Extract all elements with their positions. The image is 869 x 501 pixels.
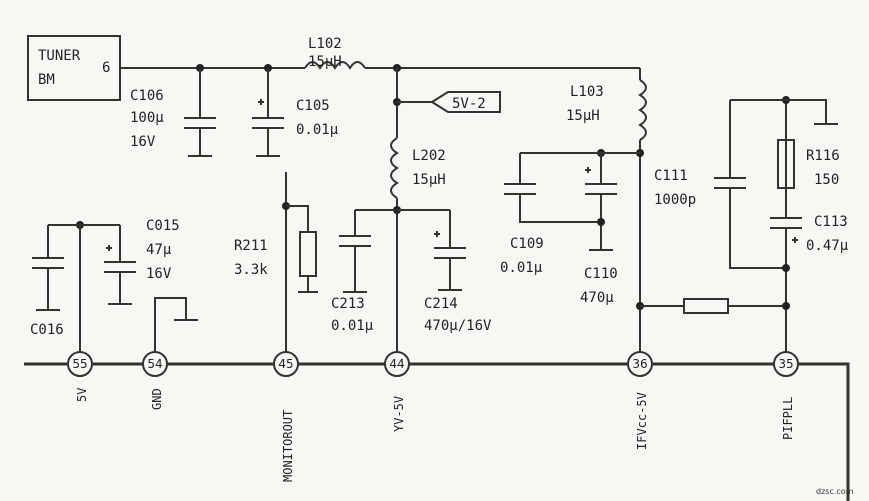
junction	[597, 218, 605, 226]
c109-symbol	[504, 153, 601, 223]
c113-gap	[780, 219, 792, 227]
svg-text:PIFPLL: PIFPLL	[781, 397, 795, 440]
wire-55	[48, 224, 120, 352]
svg-text:MONITOROUT: MONITOROUT	[281, 410, 295, 482]
c113-name: C113	[814, 214, 848, 230]
c015-symbol	[104, 225, 136, 305]
svg-text:36: 36	[632, 357, 647, 371]
c113-symbol	[770, 217, 802, 243]
r116-name: R116	[806, 148, 840, 164]
c015-name: C015	[146, 218, 180, 234]
r211-name: R211	[234, 238, 268, 254]
pin-35: 35 PIFPLL	[773, 351, 799, 440]
svg-text:54: 54	[147, 357, 162, 371]
svg-text:YV-5V: YV-5V	[392, 396, 406, 432]
c214-value: 470μ/16V	[424, 318, 492, 334]
c105-symbol	[252, 68, 284, 157]
pin-45: 45 MONITOROUT	[273, 351, 299, 482]
watermark: dzsc.com	[816, 487, 854, 496]
pin-54: 54 GND	[142, 351, 168, 410]
c214-symbol	[434, 210, 466, 291]
junction	[782, 302, 790, 310]
r211-value: 3.3k	[234, 262, 268, 278]
c105-name: C105	[296, 98, 330, 114]
pin-36: 36 IFVcc-5V	[627, 351, 653, 450]
c111-value: 1000p	[654, 192, 696, 208]
svg-text:GND: GND	[150, 388, 164, 410]
svg-text:44: 44	[389, 357, 404, 371]
pin-44: 44 YV-5V	[384, 351, 410, 432]
l102-name: L102	[308, 36, 342, 52]
r211-symbol	[299, 231, 317, 277]
tuner-label-1: TUNER	[38, 48, 81, 64]
svg-text:IFVcc-5V: IFVcc-5V	[635, 392, 649, 450]
net-5v2-flag	[430, 91, 501, 113]
c015-value1: 47μ	[146, 242, 172, 258]
l103-value: 15μH	[566, 108, 600, 124]
c016-symbol	[32, 225, 64, 311]
c214-name: C214	[424, 296, 458, 312]
l103-coil	[638, 79, 647, 141]
svg-text:35: 35	[778, 357, 793, 371]
c111-name: C111	[654, 168, 688, 184]
c109-value: 0.01μ	[500, 260, 543, 276]
l202-name: L202	[412, 148, 446, 164]
c106-name: C106	[130, 88, 164, 104]
l202-coil	[390, 137, 399, 199]
wire-r211	[286, 205, 318, 293]
c016-name: C016	[30, 322, 64, 338]
c105-value: 0.01μ	[296, 122, 339, 138]
tuner-label-2: BM	[38, 72, 55, 88]
l102-value: 15μH	[308, 54, 342, 70]
junction	[782, 264, 790, 272]
c106-value2: 16V	[130, 134, 156, 150]
l103-name: L103	[570, 84, 604, 100]
r116-symbol	[777, 139, 795, 189]
c213-value: 0.01μ	[331, 318, 374, 334]
wire-r116-top	[730, 99, 838, 125]
c113-value: 0.47μ	[806, 238, 849, 254]
c111-symbol	[714, 100, 786, 269]
tuner-pin: 6	[102, 60, 110, 76]
net-5v2-label: 5V-2	[452, 96, 486, 112]
svg-text:45: 45	[278, 357, 293, 371]
wire-54-gnd	[154, 297, 198, 352]
l202-value: 15μH	[412, 172, 446, 188]
ic-bus	[24, 362, 850, 501]
c110-value: 470μ	[580, 290, 614, 306]
c110-name: C110	[584, 266, 618, 282]
c213-symbol	[339, 210, 371, 293]
c106-symbol	[184, 68, 216, 157]
c106-value1: 100μ	[130, 110, 164, 126]
resistor-36-35	[683, 298, 729, 314]
c213-name: C213	[331, 296, 365, 312]
c110-symbol	[585, 153, 617, 251]
r116-value: 150	[814, 172, 839, 188]
svg-text:55: 55	[72, 357, 87, 371]
l102-coil	[304, 61, 366, 70]
pin-55: 55 5V	[67, 351, 93, 402]
svg-text:5V: 5V	[75, 388, 89, 402]
c015-value2: 16V	[146, 266, 172, 282]
c109-name: C109	[510, 236, 544, 252]
